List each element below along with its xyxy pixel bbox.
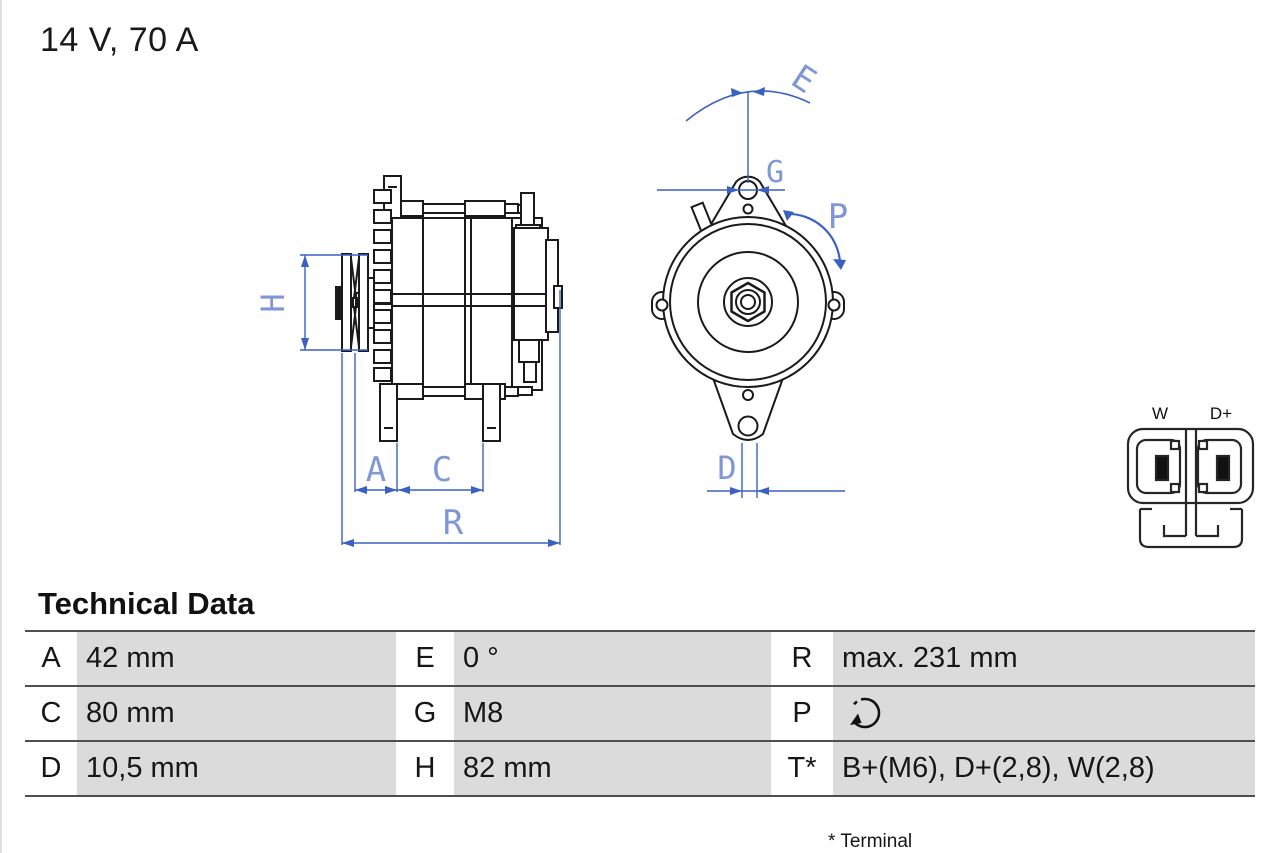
- dim-key-t: T*: [771, 742, 833, 795]
- dim-key-a: A: [25, 632, 77, 685]
- fan-blades: [373, 189, 392, 382]
- technical-data-heading: Technical Data: [38, 586, 255, 621]
- dimension-labels: H A C R E G P D: [254, 57, 848, 543]
- dimension-arrowheads: [301, 87, 846, 547]
- dim-key-p: P: [771, 687, 833, 740]
- connector-diagram: [1126, 427, 1255, 549]
- connector-label-dplus: D+: [1210, 404, 1232, 423]
- page-edge-divider: [0, 0, 2, 853]
- technical-data-table: A 42 mm E 0 ° R max. 231 mm C 80 mm G M8…: [25, 630, 1255, 797]
- dim-value-r: max. 231 mm: [833, 632, 1255, 685]
- alternator-side-view: [335, 175, 563, 442]
- dimension-lines: [300, 90, 845, 545]
- terminal-pin-w: [1154, 454, 1170, 482]
- dim-value-h: 82 mm: [454, 742, 771, 795]
- alternator-front-view: [651, 175, 845, 441]
- dim-key-g: G: [396, 687, 454, 740]
- dim-value-a: 42 mm: [77, 632, 396, 685]
- dim-label-p: P: [828, 197, 848, 237]
- dim-value-g: M8: [454, 687, 771, 740]
- dim-key-h: H: [396, 742, 454, 795]
- rotation-direction-icon: [850, 697, 881, 728]
- dim-value-p: [833, 687, 1255, 740]
- terminal-footnote: * Terminal: [828, 831, 913, 852]
- terminal-pin-dplus: [1215, 454, 1231, 482]
- table-row: C 80 mm G M8 P: [25, 685, 1255, 740]
- dim-label-r: R: [443, 503, 464, 543]
- dim-value-c: 80 mm: [77, 687, 396, 740]
- table-row: A 42 mm E 0 ° R max. 231 mm: [25, 630, 1255, 685]
- dim-key-r: R: [771, 632, 833, 685]
- alternator-technical-drawing: W D+: [254, 57, 1255, 549]
- dim-label-a: A: [366, 450, 386, 490]
- table-row: D 10,5 mm H 82 mm T* B+(M6), D+(2,8), W(…: [25, 740, 1255, 797]
- dim-key-e: E: [396, 632, 454, 685]
- dim-value-t: B+(M6), D+(2,8), W(2,8): [833, 742, 1255, 795]
- connector-label-w: W: [1152, 404, 1168, 423]
- dim-value-d: 10,5 mm: [77, 742, 396, 795]
- dim-label-h: H: [254, 293, 292, 312]
- dim-label-d: D: [717, 449, 736, 487]
- dim-key-c: C: [25, 687, 77, 740]
- pulley: [335, 253, 375, 352]
- dim-label-g: G: [766, 155, 784, 190]
- dim-value-e: 0 °: [454, 632, 771, 685]
- dim-label-c: C: [432, 450, 452, 490]
- product-rating-title: 14 V, 70 A: [40, 21, 199, 59]
- dim-key-d: D: [25, 742, 77, 795]
